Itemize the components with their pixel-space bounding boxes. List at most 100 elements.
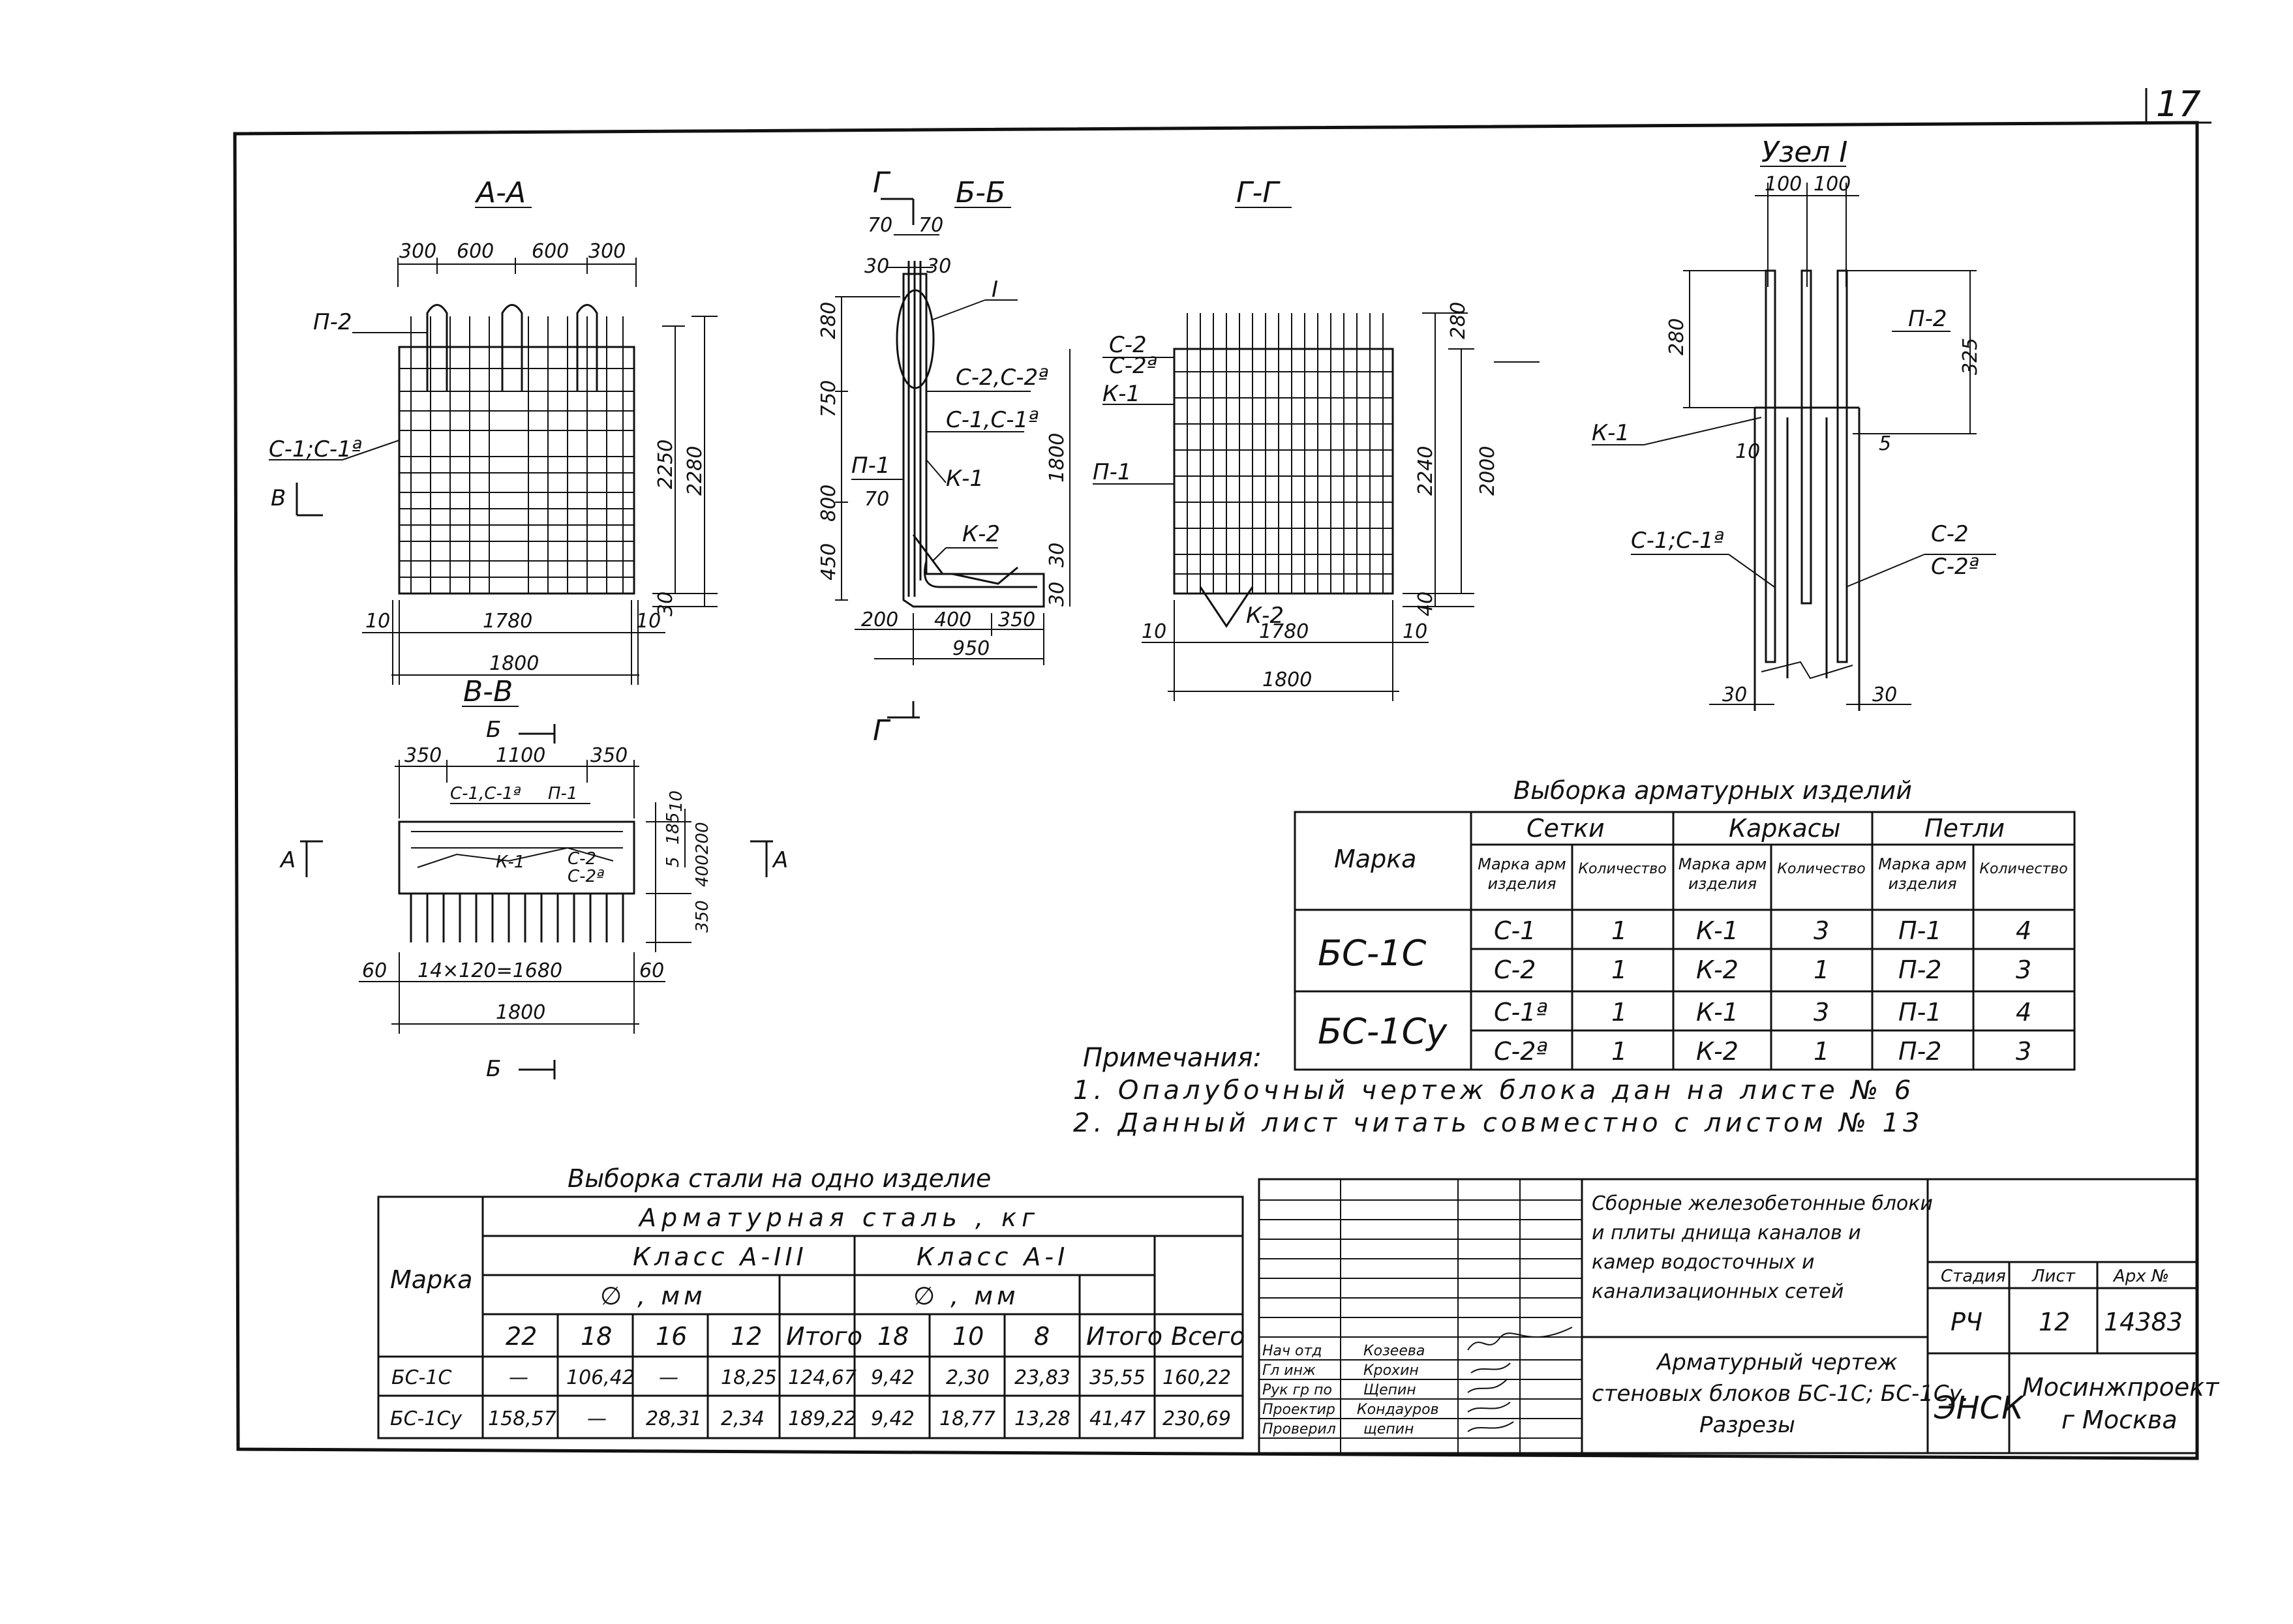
project-title-line: и плиты днища каналов и (1592, 1222, 1861, 1244)
steel-cell: — (587, 1407, 607, 1430)
node-dim-4: 325 (1959, 338, 1982, 375)
bb-label-k2: К-2 (962, 521, 1000, 547)
archive-header: Арх № (2112, 1267, 2169, 1286)
rebar-mark-1: БС-1С (1318, 933, 1427, 974)
rebar-group-1: Сетки (1526, 814, 1605, 843)
steel-cell: 106,42 (566, 1366, 635, 1389)
steel-row-mark: БС-1Су (390, 1407, 463, 1430)
bb-dim-12: 30 (1046, 582, 1069, 607)
rebar-cell: 3 (1814, 998, 1829, 1027)
gg-label-k1: К-1 (1102, 381, 1140, 407)
bb-label-c1: С-1,С-1ª (946, 407, 1039, 433)
steel-col-head: Итого (1086, 1322, 1162, 1351)
vv-dim-10: 60 (362, 959, 387, 982)
bb-dim-2: 70 (919, 214, 943, 237)
rebar-sub-6: Количество (1979, 861, 2068, 877)
sig-name: щепин (1363, 1421, 1414, 1437)
sig-role: Проектир (1262, 1402, 1335, 1418)
view-aa: А-А (269, 176, 718, 685)
rebar-sub-4: Количество (1777, 861, 1866, 877)
rebar-cell: П-1 (1898, 998, 1941, 1027)
sheet-value: 12 (2039, 1308, 2070, 1336)
steel-cell: 35,55 (1089, 1366, 1146, 1389)
vv-label-c2a: С-2ª (568, 867, 604, 886)
aa-dim-10: 10 (636, 610, 661, 633)
sig-name: Кондауров (1357, 1402, 1439, 1418)
sig-name: Крохин (1363, 1362, 1419, 1379)
sheet-frame (233, 88, 2211, 1460)
vv-cut-b-bottom: Б (486, 1056, 501, 1082)
sig-name: Козеева (1363, 1343, 1425, 1359)
rebar-cell: 3 (2016, 955, 2031, 984)
steel-cell: 13,28 (1014, 1407, 1071, 1430)
rebar-cell: К-1 (1696, 916, 1739, 945)
steel-col-head: Итого (786, 1322, 862, 1351)
gg-dim-3: 2000 (1476, 446, 1499, 496)
sig-name: Щепин (1363, 1382, 1416, 1398)
sig-role: Рук гр по (1262, 1382, 1332, 1398)
steel-cell: 41,47 (1089, 1407, 1146, 1430)
gg-dim-4: 40 (1414, 592, 1437, 616)
aa-dim-1: 300 (399, 240, 436, 263)
note-2: 2. Данный лист читать совместно с листом… (1073, 1108, 1923, 1138)
steel-cell: — (509, 1366, 528, 1389)
title-block: Нач отд Козеева Гл инж Крохин Рук гр по … (1258, 1178, 2220, 1454)
rebar-col-mark: Марка (1334, 845, 1416, 873)
rebar-cell: 3 (2016, 1037, 2031, 1066)
bb-dim-10: 1800 (1046, 433, 1069, 483)
vv-dim-2: 1100 (496, 744, 545, 767)
rebar-group-2: Каркасы (1729, 814, 1841, 843)
gg-label-c2: С-2 (1109, 332, 1147, 358)
notes-title: Примечания: (1083, 1043, 1262, 1073)
rebar-cell: 1 (1814, 955, 1829, 984)
signature-rows: Нач отд Козеева Гл инж Крохин Рук гр по … (1262, 1343, 1439, 1437)
vv-label-p1: П-1 (548, 784, 577, 804)
project-title-line: Сборные железобетонные блоки (1592, 1192, 1933, 1215)
rebar-cell: С-2 (1494, 955, 1536, 984)
rebar-table: Выборка арматурных изделий Марка Сетки К… (1294, 776, 2076, 1071)
rebar-sub-1: Марка арм изделия (1478, 855, 1566, 893)
bb-dim-3: 30 (864, 255, 889, 278)
view-aa-title: А-А (474, 176, 526, 209)
vv-dim-5: 200 (693, 822, 712, 854)
node-dim-1: 100 (1765, 173, 1802, 196)
aa-dim-6: 2280 (684, 446, 706, 496)
steel-cell: 2,34 (721, 1407, 765, 1430)
steel-col-head: 10 (952, 1322, 984, 1351)
rebar-cell: П-1 (1898, 916, 1941, 945)
view-bb-title: Б-Б (956, 176, 1005, 209)
bb-node-label: I (992, 277, 998, 303)
bb-dim-16: 950 (952, 637, 990, 660)
steel-cell: 189,22 (788, 1407, 857, 1430)
drawing-title-line: Арматурный чертеж (1656, 1349, 1898, 1376)
steel-cell: — (659, 1366, 678, 1389)
steel-row-mark: БС-1С (391, 1366, 451, 1389)
bb-dim-1: 70 (868, 214, 892, 237)
rebar-cell: 3 (1814, 916, 1829, 945)
aa-dim-11: 1800 (489, 652, 539, 675)
rebar-cell: С-1ª (1494, 998, 1547, 1027)
vv-label-c2: С-2 (568, 849, 596, 869)
aa-dim-7: 30 (654, 592, 677, 616)
node-label-c2a: С-2ª (1931, 554, 1979, 580)
bb-dim-6: 750 (817, 380, 840, 417)
bb-dim-11: 30 (1046, 543, 1069, 567)
rebar-cell: С-1 (1494, 916, 1536, 945)
vv-label-c1: С-1,С-1ª (450, 784, 521, 804)
steel-col-head: 18 (877, 1322, 909, 1351)
rebar-sub-2: Количество (1578, 861, 1667, 877)
node-dim-8: 30 (1872, 684, 1897, 706)
gg-dim-8: 1800 (1262, 669, 1312, 691)
drawing-title-line: стеновых блоков БС-1С; БС-1Су. (1592, 1381, 1969, 1407)
drawing-title: Арматурный чертеж стеновых блоков БС-1С;… (1592, 1349, 1969, 1438)
steel-rows: БС-1С — 106,42 — 18,25 124,67 9,42 2,30 … (390, 1366, 1231, 1430)
steel-cell: 124,67 (788, 1366, 857, 1389)
vv-dim-6: 185 (663, 812, 683, 845)
rebar-cell: П-2 (1898, 1037, 1941, 1066)
rebar-cell: 1 (1814, 1037, 1829, 1066)
steel-cell: 28,31 (646, 1407, 702, 1430)
drawing-title-line: Разрезы (1699, 1412, 1795, 1438)
node-label-c1: С-1;С-1ª (1631, 528, 1724, 554)
vv-dim-4: 10 (667, 790, 686, 812)
